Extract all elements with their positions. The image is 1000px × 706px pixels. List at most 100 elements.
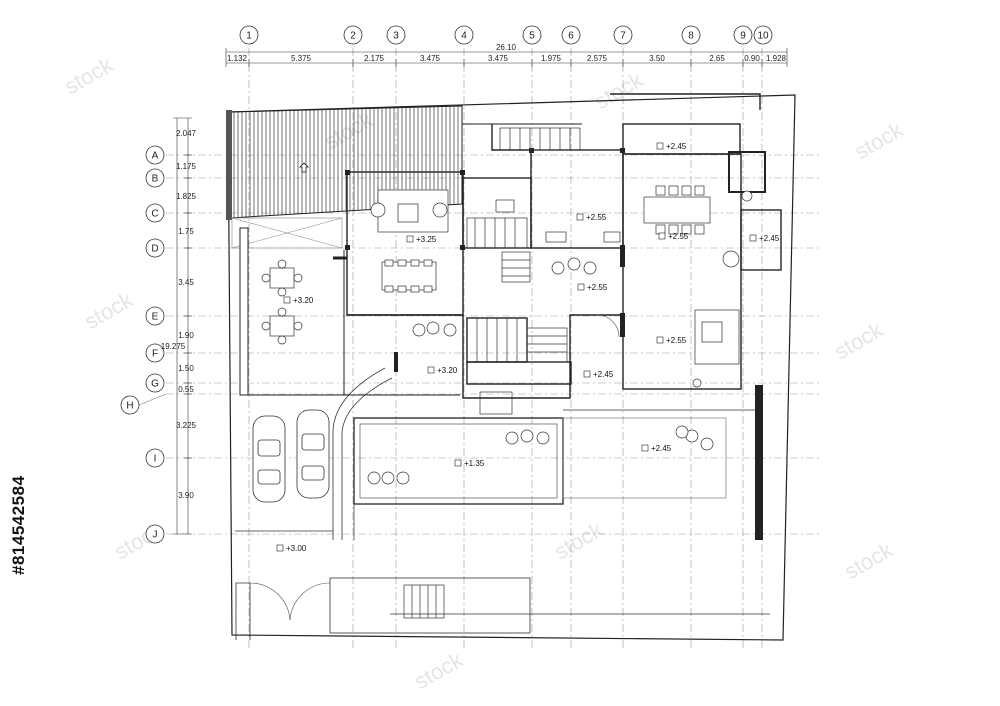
svg-text:1.825: 1.825	[176, 192, 197, 201]
svg-text:3.475: 3.475	[420, 54, 441, 63]
structural-posts	[345, 148, 763, 540]
svg-text:+3.25: +3.25	[416, 235, 437, 244]
top-dimensions: 26.10 1.132 5.375 2.175 3.475 3.475 1.97…	[225, 43, 788, 67]
stock-id-label: #814542584	[9, 475, 28, 575]
furniture	[261, 185, 753, 485]
svg-text:+3.20: +3.20	[437, 366, 458, 375]
svg-text:8: 8	[688, 31, 694, 42]
svg-text:2: 2	[350, 31, 356, 42]
svg-text:E: E	[152, 312, 159, 323]
svg-text:1.75: 1.75	[178, 227, 194, 236]
level-markers: +2.45 +2.55 +2.55 +2.45 +3.25 +3.20 +2.5…	[276, 142, 780, 553]
pool	[353, 409, 756, 540]
ramp	[235, 367, 770, 634]
grid-bubble-9: 9	[733, 25, 753, 45]
level-step-left: +3.20	[427, 366, 458, 375]
level-terrace-left: +3.20	[283, 296, 314, 305]
grid-bubble-10: 10	[753, 25, 773, 45]
dim-overall-width: 26.10	[496, 43, 517, 52]
terrace-cross	[231, 217, 343, 249]
grid-bubble-8: 8	[681, 25, 701, 45]
grid-bubble-D: D	[145, 238, 165, 258]
svg-text:1.975: 1.975	[541, 54, 562, 63]
svg-text:+2.45: +2.45	[593, 370, 614, 379]
level-dining-right: +2.55	[658, 232, 689, 241]
building-walls	[239, 93, 782, 399]
level-kitchen: +2.55	[576, 213, 607, 222]
grid-bubble-E: E	[145, 306, 165, 326]
svg-text:stock: stock	[840, 537, 898, 585]
svg-text:+3.20: +3.20	[293, 296, 314, 305]
svg-text:1.90: 1.90	[178, 331, 194, 340]
svg-text:3.475: 3.475	[488, 54, 509, 63]
svg-text:B: B	[152, 174, 159, 185]
svg-text:stock: stock	[590, 67, 648, 115]
svg-text:4: 4	[461, 31, 467, 42]
grid-bubble-3: 3	[386, 25, 406, 45]
svg-text:0.55: 0.55	[178, 385, 194, 394]
svg-text:+2.55: +2.55	[587, 283, 608, 292]
svg-text:G: G	[151, 379, 159, 390]
svg-text:+2.45: +2.45	[666, 142, 687, 151]
svg-text:+2.55: +2.55	[666, 336, 687, 345]
grid-bubble-4: 4	[454, 25, 474, 45]
svg-text:stock: stock	[850, 117, 908, 165]
svg-text:9: 9	[740, 31, 746, 42]
svg-text:3.90: 3.90	[178, 491, 194, 500]
grid-bubble-B: B	[145, 168, 165, 188]
stairs	[403, 127, 581, 619]
svg-text:stock: stock	[830, 317, 888, 365]
svg-text:3: 3	[393, 31, 399, 42]
dim-overall-depth: 19.275	[161, 342, 186, 351]
level-pool: +1.35	[454, 459, 485, 468]
level-living: +3.25	[406, 235, 437, 244]
svg-text:10: 10	[757, 31, 769, 42]
svg-text:J: J	[153, 530, 158, 541]
svg-text:3.45: 3.45	[178, 278, 194, 287]
grid-bubble-7: 7	[613, 25, 633, 45]
level-family: +2.55	[656, 336, 687, 345]
svg-text:D: D	[151, 244, 158, 255]
svg-text:2.175: 2.175	[364, 54, 385, 63]
svg-text:stock: stock	[550, 517, 608, 565]
svg-text:+2.45: +2.45	[759, 234, 780, 243]
svg-text:C: C	[151, 209, 158, 220]
level-hall-center: +2.55	[577, 283, 608, 292]
grid-bubble-I: I	[145, 448, 165, 468]
level-carport: +3.00	[276, 544, 307, 553]
svg-text:+2.55: +2.55	[586, 213, 607, 222]
svg-text:1.50: 1.50	[178, 364, 194, 373]
grid-bubble-5: 5	[522, 25, 542, 45]
svg-text:stock: stock	[410, 647, 468, 695]
level-bedroom-top: +2.45	[656, 142, 687, 151]
svg-text:1.175: 1.175	[176, 162, 197, 171]
grid-bubble-A: A	[145, 145, 165, 165]
svg-text:+3.00: +3.00	[286, 544, 307, 553]
svg-text:stock: stock	[80, 287, 138, 335]
svg-text:stock: stock	[60, 52, 118, 100]
svg-text:F: F	[152, 349, 158, 360]
svg-text:7: 7	[620, 31, 626, 42]
svg-text:1.132: 1.132	[227, 54, 248, 63]
svg-text:2.047: 2.047	[176, 129, 197, 138]
grid-bubble-C: C	[145, 203, 165, 223]
grid-bubble-2: 2	[343, 25, 363, 45]
svg-text:1.928: 1.928	[766, 54, 787, 63]
svg-text:3.50: 3.50	[649, 54, 665, 63]
svg-text:5.375: 5.375	[291, 54, 312, 63]
grid-bubble-1: 1	[239, 25, 259, 45]
svg-text:5: 5	[529, 31, 535, 42]
svg-text:0.90: 0.90	[744, 54, 760, 63]
level-corridor: +2.45	[583, 370, 614, 379]
grid-bubble-F: F	[145, 343, 165, 363]
svg-text:1: 1	[246, 31, 252, 42]
level-pool-deck: +2.45	[641, 444, 672, 453]
svg-text:+2.55: +2.55	[668, 232, 689, 241]
left-dimensions: 19.275 2.047 1.175 1.825 1.75 3.45 1.90 …	[161, 117, 197, 535]
door-swings	[249, 314, 620, 621]
level-deck-right: +2.45	[749, 234, 780, 243]
column-bubbles: 1 2 3 4 5 6 7 8 9 10	[239, 25, 773, 45]
svg-text:2.575: 2.575	[587, 54, 608, 63]
svg-text:A: A	[152, 151, 159, 162]
